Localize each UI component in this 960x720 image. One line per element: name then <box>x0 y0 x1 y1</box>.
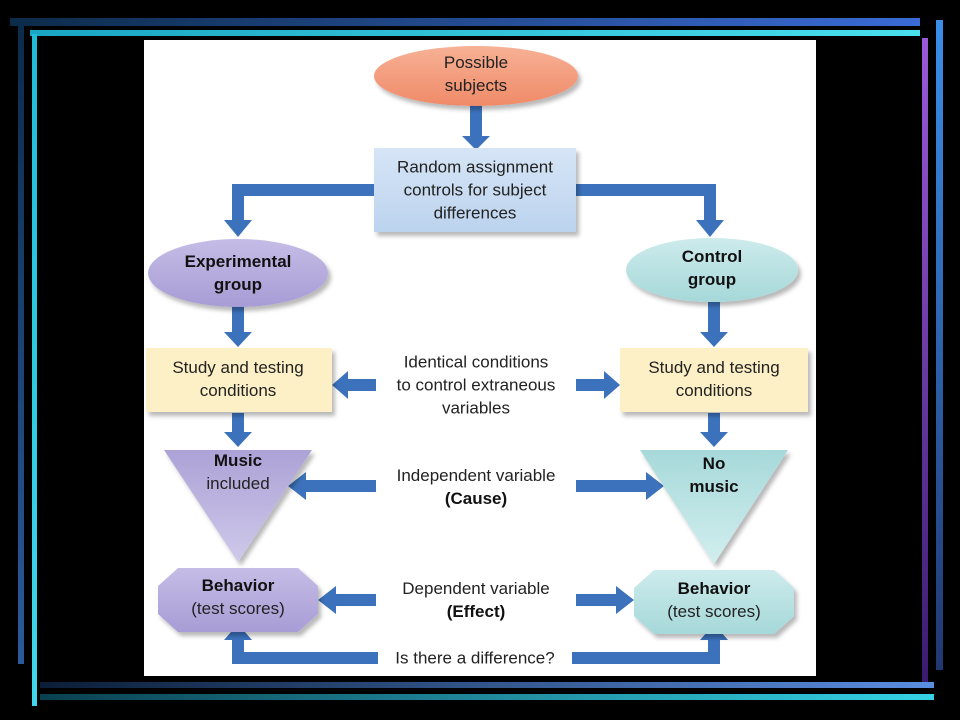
connector-arrows <box>224 102 728 664</box>
independent-variable-label: Independent variable(Cause) <box>396 466 556 508</box>
arrow-difference-left <box>224 624 378 664</box>
frame-bottom-bar-blue <box>40 682 934 688</box>
behavior-right-octagon <box>634 570 794 634</box>
frame-right-bar-blue <box>936 20 943 670</box>
frame-top-bar-dark <box>10 18 920 26</box>
behavior-right-label: Behavior(test scores) <box>667 579 761 621</box>
random-assignment-box <box>374 148 576 232</box>
diagram-graphics <box>146 46 808 664</box>
arrow-dependent-left <box>318 586 376 614</box>
arrow-control-to-study <box>700 302 728 347</box>
dependent-variable-label: Dependent variable(Effect) <box>402 579 550 621</box>
arrow-study-to-no-music <box>700 413 728 447</box>
no-music-triangle <box>640 450 788 564</box>
study-right-box <box>620 348 808 412</box>
frame-bottom-bar-cyan <box>40 694 934 700</box>
behavior-left-octagon <box>158 568 318 632</box>
possible-subjects-ellipse <box>374 46 578 106</box>
arrow-assignment-to-control <box>576 184 724 237</box>
difference-question-label: Is there a difference? <box>395 648 555 668</box>
frame-right-bar-purple <box>922 38 928 688</box>
behavior-right-title: Behavior <box>677 579 751 598</box>
arrow-independent-left <box>288 472 376 500</box>
arrow-independent-right <box>576 472 664 500</box>
study-left-box <box>146 348 332 412</box>
arrow-dependent-right <box>576 586 634 614</box>
behavior-left-label: Behavior(test scores) <box>191 576 285 618</box>
experimental-group-ellipse <box>148 239 328 307</box>
arrow-identical-right <box>576 371 620 399</box>
arrow-study-to-music <box>224 413 252 447</box>
arrow-identical-left <box>332 371 376 399</box>
dependent-variable-effect: (Effect) <box>446 602 506 621</box>
behavior-left-title: Behavior <box>201 576 275 595</box>
arrow-assignment-to-experimental <box>224 184 375 237</box>
frame-top-bar-cyan <box>30 30 920 36</box>
frame-left-bar-cyan <box>32 34 37 706</box>
control-group-ellipse <box>626 238 798 302</box>
arrow-subjects-to-assignment <box>462 102 490 150</box>
frame-left-bar-dark <box>18 24 24 664</box>
arrow-experimental-to-study <box>224 306 252 347</box>
music-included-title: Music <box>213 451 263 470</box>
independent-variable-cause: (Cause) <box>444 489 508 508</box>
music-included-triangle <box>164 450 312 562</box>
